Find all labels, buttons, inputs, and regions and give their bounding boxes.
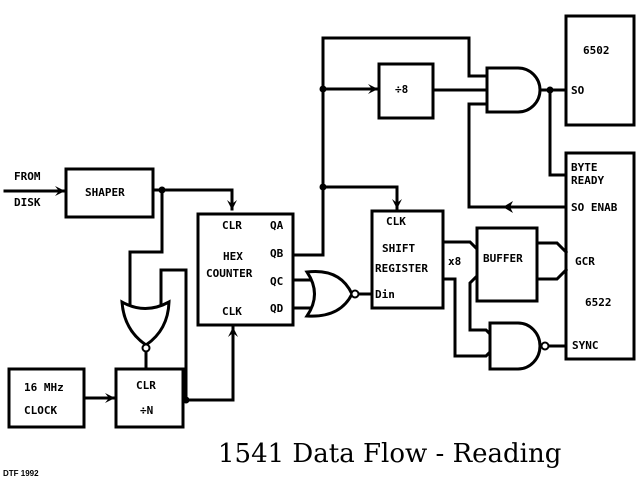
- shaper-to-nor-wire: [128, 188, 164, 307]
- buffer-to-gcr-lower: [535, 267, 569, 281]
- divide-n-block: CLR ÷N: [114, 367, 185, 429]
- counter-clr-label: CLR: [222, 219, 242, 232]
- bus-to-nand-lower: [441, 277, 494, 358]
- junction-dot: [182, 396, 190, 404]
- input-label-disk: DISK: [14, 196, 41, 209]
- clock-label-2: CLOCK: [24, 404, 57, 417]
- nor-gate-counter: [304, 269, 360, 318]
- counter-qd-label: QD: [270, 302, 284, 315]
- counter-clk-label: CLK: [222, 305, 242, 318]
- shiftreg-register-label: REGISTER: [375, 262, 428, 275]
- diagram-title: 1541 Data Flow - Reading: [218, 439, 561, 469]
- counter-hex-label: HEX: [223, 250, 243, 263]
- nor-gate-left: [120, 299, 171, 353]
- via-6522-block: BYTE READY SO ENAB GCR 6522 SYNC: [564, 151, 636, 361]
- so-to-byte-ready-wire: [548, 88, 568, 177]
- shift-register-block: CLK SHIFT REGISTER Din: [370, 209, 445, 310]
- buffer-block: BUFFER: [475, 226, 539, 303]
- shaper-label: SHAPER: [85, 186, 125, 199]
- shaper-to-counter-clr-wire: [151, 188, 237, 211]
- divn-feedback-wire: [159, 268, 188, 402]
- buffer-to-gcr-upper: [535, 241, 569, 255]
- counter-qb-label: QB: [270, 247, 284, 260]
- via-byte-label: BYTE: [571, 161, 598, 174]
- via-name: 6522: [585, 296, 612, 309]
- divn-label: ÷N: [140, 404, 153, 417]
- qb-trunk-wire: [291, 36, 489, 257]
- input-label-from: FROM: [14, 170, 41, 183]
- divn-to-counter-clk-wire: [181, 326, 238, 402]
- counter-qc-label: QC: [270, 275, 283, 288]
- so-enab-arrow: [503, 201, 513, 213]
- counter-qa-label: QA: [270, 219, 284, 232]
- bus-width-label: x8: [448, 255, 461, 268]
- cpu-6502-block: 6502 SO: [564, 14, 636, 127]
- divn-clr-label: CLR: [136, 379, 156, 392]
- divide-8-block: ÷8: [377, 62, 435, 120]
- shiftreg-shift-label: SHIFT: [382, 242, 415, 255]
- shiftreg-clk-label: CLK: [386, 215, 406, 228]
- bus-to-nand-upper: [468, 273, 494, 338]
- shiftreg-din-label: Din: [375, 288, 395, 301]
- so-enab-wire: [467, 102, 568, 209]
- shaper-block: SHAPER: [64, 167, 155, 219]
- via-so-enab-label: SO ENAB: [571, 201, 618, 214]
- trunk-to-shiftreg-clk-wire: [321, 185, 402, 210]
- buffer-label: BUFFER: [483, 252, 523, 265]
- clock-block: 16 MHz CLOCK: [7, 367, 86, 429]
- credit-text: DTF 1992: [3, 469, 39, 478]
- cpu-name: 6502: [583, 44, 610, 57]
- and-gate-so: [485, 66, 542, 114]
- nand-gate-sync: [488, 321, 550, 371]
- div8-label: ÷8: [395, 83, 408, 96]
- hex-counter-block: CLR QA HEX COUNTER QB QC CLK QD: [196, 212, 295, 327]
- via-sync-label: SYNC: [572, 339, 599, 352]
- via-ready-label: READY: [571, 174, 604, 187]
- counter-counter-label: COUNTER: [206, 267, 253, 280]
- bus-to-buffer-upper: [441, 240, 480, 252]
- clock-label-1: 16 MHz: [24, 381, 64, 394]
- cpu-so-label: SO: [571, 84, 585, 97]
- via-gcr-label: GCR: [575, 255, 595, 268]
